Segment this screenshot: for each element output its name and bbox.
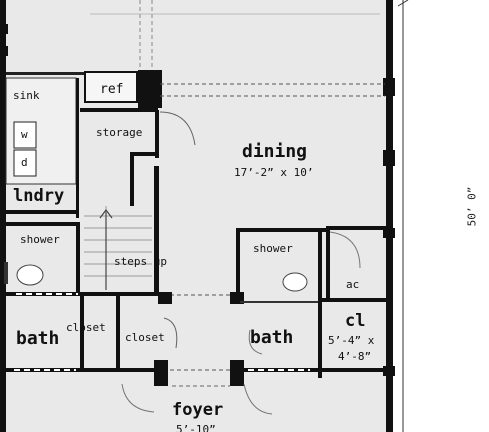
appliance-label-washer: w — [21, 128, 28, 141]
room-label-laundry: lndry — [13, 186, 65, 206]
door-swing — [243, 383, 273, 415]
kitchen-wall — [6, 72, 86, 75]
door-swing — [248, 329, 263, 355]
room-size-cl-2: 4’-8” — [338, 350, 372, 363]
room-label-sink: sink — [13, 89, 40, 102]
room-label-ac: ac — [346, 278, 360, 291]
room-label-closet-mid: closet — [125, 331, 165, 344]
room-label-cl: cl — [345, 311, 366, 331]
label-steps-up: steps up — [114, 255, 167, 268]
wall-post — [154, 360, 168, 386]
room-label-closet-left: closet — [66, 321, 106, 334]
foyer-wall — [236, 368, 386, 372]
room-label-dining: dining — [242, 141, 308, 162]
floor-area — [0, 0, 392, 432]
wall-post — [383, 228, 395, 238]
ac-wall — [326, 226, 330, 302]
partition-wall — [76, 78, 79, 218]
appliance-label-dryer: d — [21, 156, 28, 169]
shower-wall — [6, 222, 79, 226]
door-swing — [163, 317, 178, 349]
exterior-wall-left — [0, 0, 6, 432]
room-label-shower-left: shower — [20, 233, 60, 246]
wall-post — [383, 366, 395, 376]
storage-wall — [130, 152, 159, 156]
ac-wall — [322, 298, 386, 302]
room-label-shower-right: shower — [253, 242, 293, 255]
door-swing — [121, 383, 155, 413]
bath-wall — [6, 292, 82, 296]
dryer-box — [13, 149, 37, 177]
storage-wall — [155, 110, 159, 158]
page-margin — [392, 0, 489, 432]
refrigerator — [84, 71, 138, 103]
wall-column — [138, 70, 162, 108]
closet-wall — [80, 294, 84, 370]
room-label-foyer: foyer — [172, 400, 224, 420]
stair-arrow — [99, 209, 113, 290]
storage-wall — [130, 152, 134, 206]
stair-wall — [154, 166, 159, 296]
exterior-wall-right — [386, 0, 393, 432]
room-label-storage: storage — [96, 126, 143, 139]
shower-wall — [76, 222, 80, 294]
shower-wall — [236, 228, 328, 232]
toilet-right — [282, 272, 308, 292]
overall-dimension-label: 50’ 0” — [465, 186, 479, 227]
wall-post — [383, 150, 395, 166]
foyer-wall — [6, 368, 160, 372]
room-size-dining: 17’-2” x 10’ — [234, 166, 314, 179]
window-mark — [4, 46, 8, 56]
window-mark — [4, 24, 8, 34]
wall-post — [158, 292, 172, 304]
window-mark — [4, 262, 8, 284]
closet-wall — [116, 294, 120, 370]
ac-wall — [326, 226, 386, 230]
toilet-left — [16, 264, 44, 286]
room-label-bath-left: bath — [16, 328, 60, 349]
door-swing — [159, 111, 196, 146]
washer-box — [13, 121, 37, 149]
shower-wall — [236, 228, 240, 298]
laundry-wall — [6, 210, 79, 214]
appliance-label-ref: ref — [100, 82, 124, 97]
storage-wall — [80, 108, 158, 112]
door-swing — [329, 231, 361, 269]
room-size-cl-1: 5’-4” x — [328, 334, 375, 347]
room-size-foyer: 5’-10” — [176, 423, 216, 432]
wall-post — [383, 78, 395, 96]
dimension-tick — [397, 0, 409, 7]
room-label-bath-right: bath — [250, 327, 294, 348]
shower-wall — [318, 228, 322, 378]
wall-post — [230, 360, 244, 386]
